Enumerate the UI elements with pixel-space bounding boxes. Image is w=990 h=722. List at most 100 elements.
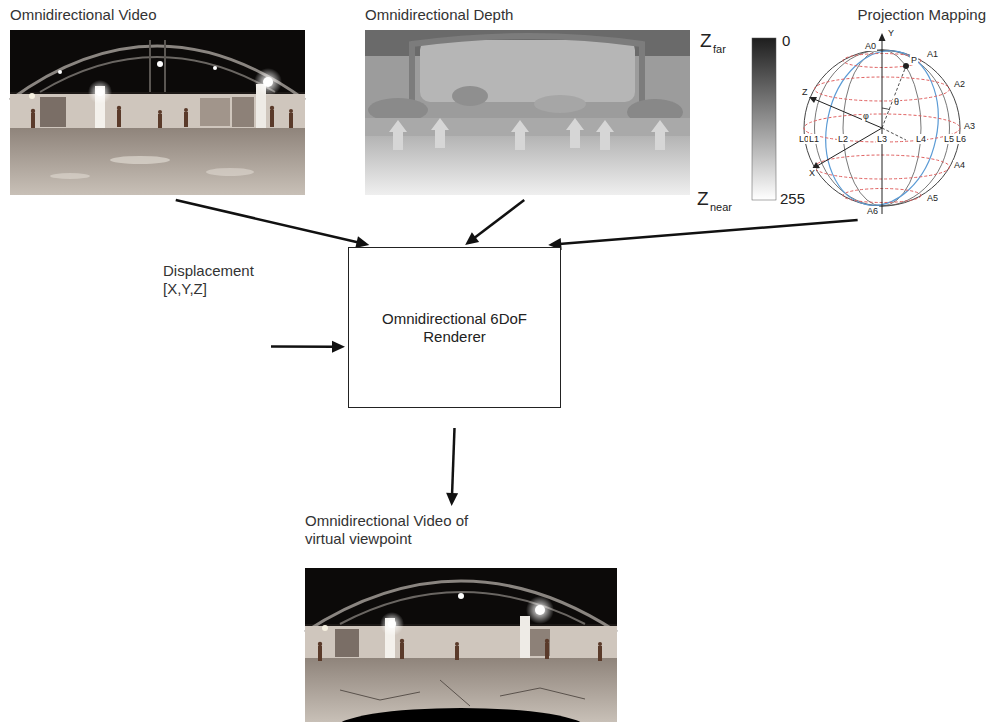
- panorama-image: [305, 568, 617, 722]
- axis-label: Z: [801, 87, 809, 97]
- panorama-image: [206, 168, 254, 176]
- arrow-head: [465, 232, 479, 245]
- axis-label: L1: [808, 134, 820, 144]
- arrow-line: [559, 220, 857, 244]
- panorama-image: [270, 106, 274, 110]
- process-box: Omnidirectional 6DoF Renderer: [348, 247, 561, 408]
- panorama-image: [31, 113, 35, 128]
- panorama-image: [340, 680, 585, 706]
- depth-image: [452, 86, 488, 106]
- arrow-head: [446, 493, 458, 506]
- panorama-image: [157, 61, 163, 67]
- axis-label: Y: [887, 28, 895, 38]
- depth-image: [389, 118, 669, 150]
- panorama-image: [95, 86, 105, 132]
- panorama-image: [158, 110, 162, 114]
- panorama-image: [31, 109, 35, 113]
- sphere-diagram: [809, 33, 909, 169]
- panorama-image: [289, 109, 293, 113]
- scale-label: 255: [780, 190, 805, 207]
- panorama-image: [336, 708, 586, 722]
- flow-arrow: [446, 428, 458, 506]
- panorama-image: [322, 625, 328, 631]
- axis-label: A6: [866, 206, 879, 216]
- panorama-image: [535, 605, 545, 615]
- panorama-image: [88, 80, 112, 104]
- flow-arrow: [271, 341, 345, 353]
- heading-text: Omnidirectional Video: [10, 6, 306, 24]
- heading-text: Omnidirectional Depth: [365, 6, 690, 24]
- panorama-image: [598, 646, 602, 661]
- sphere-diagram: [809, 97, 817, 103]
- sphere-diagram: [814, 38, 882, 214]
- panorama-image: [10, 30, 305, 195]
- sphere-diagram: [882, 66, 906, 128]
- scale-label: near: [710, 201, 732, 214]
- panorama-image: [340, 592, 585, 624]
- axis-label: φ: [862, 111, 870, 121]
- panorama-image: [10, 46, 305, 100]
- arrow-line: [176, 200, 359, 243]
- panorama-image: [455, 646, 459, 660]
- panorama-image: [10, 128, 305, 195]
- box-text: Omnidirectional 6DoF Renderer: [359, 310, 550, 346]
- panorama-image: [400, 639, 404, 643]
- flow-arrow: [548, 220, 857, 250]
- panorama-image: [40, 97, 66, 127]
- sphere-diagram: [814, 99, 882, 128]
- panorama-image: [254, 68, 282, 96]
- panorama-image: [598, 642, 602, 646]
- depth-image: [365, 30, 690, 195]
- axis-label: L2: [837, 134, 849, 144]
- depth-image: [365, 30, 690, 195]
- sphere-diagram: [804, 33, 960, 216]
- panorama-image: [50, 173, 90, 179]
- panorama-image: [263, 77, 273, 87]
- input-label: Displacement [X,Y,Z]: [163, 262, 271, 357]
- axis-label: θ: [893, 97, 900, 107]
- axis-label: L3: [876, 134, 888, 144]
- panorama-image: [158, 114, 162, 128]
- depth-image: [389, 120, 407, 150]
- panorama-image: [184, 112, 188, 127]
- heading-text: Projection Mapping: [800, 6, 986, 24]
- panorama-image: [545, 643, 549, 659]
- panorama-image: [184, 108, 188, 112]
- panorama-image: [526, 596, 554, 624]
- sphere-diagram: [882, 108, 890, 110]
- depth-scale-bar: [752, 38, 776, 200]
- depth-image: [420, 40, 635, 102]
- panorama-image: [29, 93, 35, 99]
- axis-label: X: [808, 168, 816, 178]
- sphere-diagram: [879, 33, 886, 41]
- depth-image: [365, 136, 690, 195]
- axis-label: L4: [915, 134, 927, 144]
- panorama-image: [110, 156, 170, 164]
- flow-arrow: [465, 200, 524, 245]
- panorama-image: [10, 30, 305, 195]
- depth-image: [534, 95, 586, 113]
- panorama-image: [289, 113, 293, 128]
- panorama-image: [458, 593, 464, 599]
- panorama-image: [270, 110, 274, 127]
- heading-text: Displacement [X,Y,Z]: [163, 262, 271, 298]
- panorama-image: [335, 629, 359, 657]
- image-panel: Omnidirectional Depth: [365, 6, 690, 196]
- axis-label: A1: [926, 49, 939, 59]
- scale-label: Z: [697, 188, 709, 210]
- panorama-image: [117, 110, 121, 127]
- panorama-image: [520, 616, 530, 662]
- arrow-line: [452, 428, 454, 495]
- axis-label: A5: [926, 193, 939, 203]
- panorama-image: [40, 57, 275, 92]
- depth-image: [412, 36, 642, 104]
- panorama-image: [545, 639, 549, 643]
- axis-label: L6: [955, 134, 967, 144]
- depth-scale-bar: [752, 38, 776, 200]
- arrow-line: [271, 345, 334, 348]
- axis-label: A3: [963, 121, 976, 131]
- panorama-image: [305, 568, 617, 624]
- panorama-image: [305, 626, 617, 660]
- panorama-image: [117, 106, 121, 110]
